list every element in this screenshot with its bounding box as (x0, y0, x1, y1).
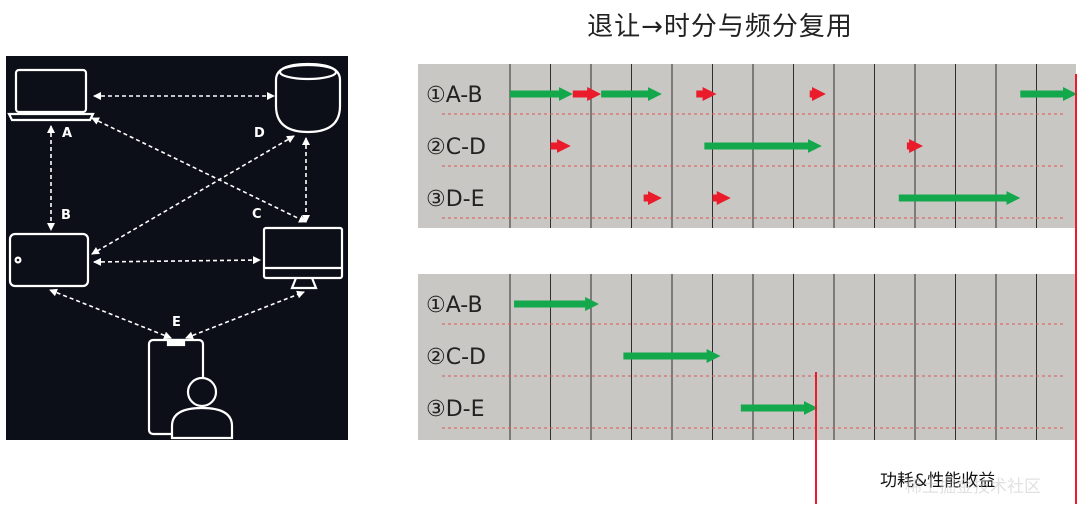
node-label-D: D (254, 126, 265, 141)
row-label: ③D-E (426, 187, 485, 212)
network-topology-diagram: A B C D E (6, 56, 348, 440)
row-label: ③D-E (426, 397, 485, 422)
node-label-A: A (62, 126, 72, 141)
node-label-C: C (252, 207, 262, 222)
link-D-B (91, 135, 295, 255)
smart-speaker-icon (274, 62, 342, 134)
benefit-label: 功耗&性能收益 (880, 466, 996, 491)
timeline-panel-before: ①A-B ②C-D ③D-E (418, 64, 1077, 228)
node-label-B: B (61, 208, 71, 223)
panel-background (418, 274, 1076, 440)
row-label: ①A-B (426, 293, 483, 318)
row-label: ②C-D (426, 135, 486, 160)
row-label: ②C-D (426, 345, 486, 370)
link-E-B (49, 288, 172, 340)
link-E-C (185, 290, 305, 340)
node-label-E: E (172, 315, 181, 330)
watermark: 稀土掘金技术社区 (905, 477, 1041, 497)
row-label: ①A-B (426, 83, 483, 108)
page-title: 退让→时分与频分复用 (587, 12, 853, 42)
tablet-icon (8, 232, 90, 288)
laptop-icon (7, 68, 95, 122)
monitor-icon (262, 226, 344, 290)
timeline-panel-after: ①A-B ②C-D ③D-E (418, 274, 1076, 440)
phone-with-user-icon (147, 338, 234, 440)
